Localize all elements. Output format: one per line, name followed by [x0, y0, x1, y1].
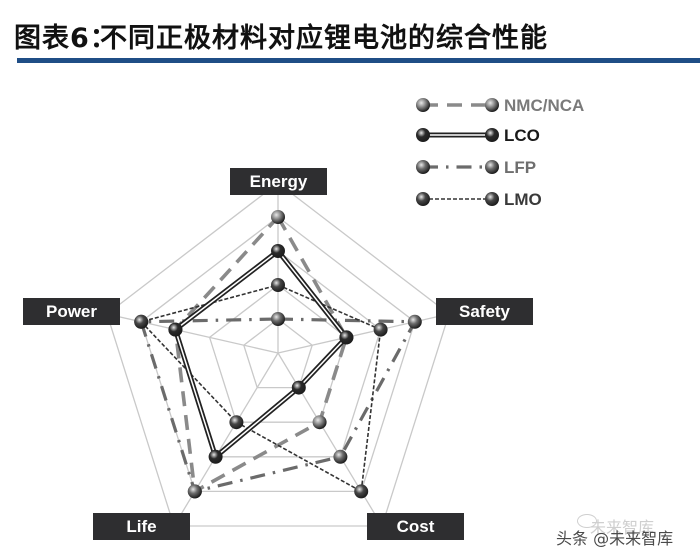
legend-marker-lco: [485, 128, 499, 142]
figure-title-text: 不同正极材料对应锂电池的综合性能: [100, 23, 548, 54]
data-point-lco-power: [168, 322, 183, 337]
data-point-lmo-energy: [271, 278, 285, 292]
legend-label-lfp: LFP: [504, 158, 536, 177]
axis-line-safety: [277, 313, 450, 354]
axis-label-life: Life: [93, 513, 190, 540]
series-line-inner-lco: [174, 249, 348, 459]
data-point-lco-safety: [339, 330, 354, 345]
data-point-nmc-nca-cost: [312, 415, 327, 430]
legend-item-lmo: LMO: [416, 190, 542, 209]
data-point-lco-energy: [271, 244, 285, 258]
legend-marker-lfp: [416, 160, 430, 174]
data-point-lmo-cost: [354, 484, 369, 499]
axis-line-power: [106, 313, 279, 354]
grid-ring: [106, 182, 450, 527]
data-point-lco-cost: [291, 380, 306, 395]
series-markers: [134, 210, 422, 499]
grid-ring: [243, 318, 313, 389]
series-line-lmo: [139, 284, 382, 493]
series-lines: [139, 213, 418, 495]
title-rule: [17, 58, 700, 63]
data-point-nmc-nca-energy: [271, 210, 285, 224]
legend-item-lco: LCO: [416, 126, 540, 145]
data-point-lfp-cost: [333, 449, 348, 464]
legend-label-lco: LCO: [504, 126, 540, 145]
legend-marker-lco: [416, 128, 430, 142]
legend-item-lfp: LFP: [416, 158, 536, 177]
legend-label-nmc: NMC/NCA: [504, 96, 584, 115]
axis-label-power: Power: [23, 298, 120, 325]
legend-item-nmc: NMC/NCA: [416, 96, 584, 115]
legend-marker-nmc: [416, 98, 430, 112]
wechat-icon: [577, 514, 597, 528]
grid-ring: [140, 216, 416, 493]
data-point-lmo-power: [134, 314, 149, 329]
data-point-lmo-life: [229, 415, 244, 430]
series-line-lfp: [139, 317, 418, 494]
axis-label-cost: Cost: [367, 513, 464, 540]
legend-marker-lfp: [485, 160, 499, 174]
legend-label-lmo: LMO: [504, 190, 542, 209]
legend: NMC/NCA LCO LFP LMO: [416, 96, 584, 209]
legend-marker-nmc: [485, 98, 499, 112]
figure-number: 图表6：: [14, 23, 118, 54]
data-point-lfp-safety: [407, 314, 422, 329]
axis-line-cost: [277, 352, 383, 527]
watermark: 头条 @未来智库: [556, 529, 674, 548]
legend-marker-lmo: [416, 192, 430, 206]
data-point-lmo-safety: [373, 322, 388, 337]
grid-ring: [208, 284, 348, 423]
axis-label-safety: Safety: [436, 298, 533, 325]
data-point-lfp-life: [187, 484, 202, 499]
series-line-nmc-nca: [173, 213, 349, 495]
data-point-lco-life: [208, 449, 223, 464]
watermark-ghost: 未来智库: [590, 518, 655, 537]
legend-marker-lmo: [485, 192, 499, 206]
data-point-lfp-energy: [271, 312, 285, 326]
axis-label-energy: Energy: [230, 168, 327, 195]
figure-title: 图表6：不同正极材料对应锂电池的综合性能: [14, 16, 548, 56]
